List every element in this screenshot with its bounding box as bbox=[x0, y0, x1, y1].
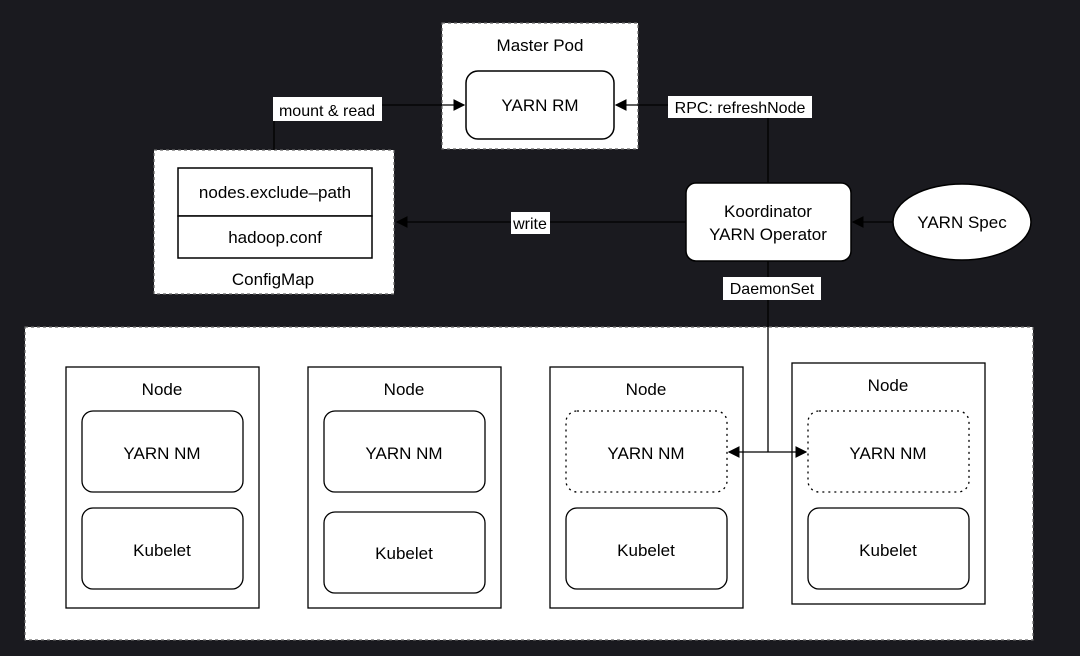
worker-area: Node YARN NM Kubelet Node YARN NM Kubele… bbox=[24, 326, 1034, 641]
master-pod-title: Master Pod bbox=[497, 36, 584, 55]
configmap-field-hadoop-conf[interactable] bbox=[177, 215, 373, 259]
node-4: Node YARN NM Kubelet bbox=[791, 362, 986, 605]
edge-rpc-refresh-label-bg bbox=[668, 96, 812, 118]
node-4-title: Node bbox=[868, 376, 909, 395]
node-2: Node YARN NM Kubelet bbox=[307, 366, 502, 609]
node-3-kubelet[interactable] bbox=[565, 507, 728, 590]
node-3: Node YARN NM Kubelet bbox=[549, 366, 744, 609]
yarn-rm-label: YARN RM bbox=[501, 96, 578, 115]
configmap-title: ConfigMap bbox=[232, 270, 314, 289]
node-4-kubelet-label: Kubelet bbox=[859, 541, 917, 560]
koordinator-operator-line1: Koordinator bbox=[724, 202, 812, 221]
node-2-title: Node bbox=[384, 380, 425, 399]
edge-mount-read-label-bg bbox=[273, 97, 382, 121]
configmap-field-exclude-path-label: nodes.exclude–path bbox=[199, 183, 351, 202]
node-1-yarn-nm[interactable] bbox=[81, 410, 244, 493]
configmap: nodes.exclude–path hadoop.conf ConfigMap bbox=[153, 149, 395, 295]
node-2-kubelet-label: Kubelet bbox=[375, 544, 433, 563]
node-3-title: Node bbox=[626, 380, 667, 399]
edge-mount-read-label: mount & read bbox=[279, 103, 375, 120]
yarn-spec-label: YARN Spec bbox=[917, 213, 1007, 232]
yarn-spec: YARN Spec bbox=[892, 183, 1032, 261]
node-1-yarn-nm-label: YARN NM bbox=[123, 444, 200, 463]
node-2-yarn-nm-label: YARN NM bbox=[365, 444, 442, 463]
node-4-yarn-nm-label: YARN NM bbox=[849, 444, 926, 463]
koordinator-operator: Koordinator YARN Operator bbox=[685, 182, 852, 262]
node-1-kubelet-label: Kubelet bbox=[133, 541, 191, 560]
edge-daemonset-group: DaemonSet bbox=[723, 261, 821, 458]
node-4-kubelet[interactable] bbox=[807, 507, 970, 590]
edges: mount & read RPC: refreshNode write bbox=[273, 96, 893, 234]
node-3-yarn-nm-label: YARN NM bbox=[607, 444, 684, 463]
yarn-rm-box[interactable] bbox=[465, 70, 615, 140]
configmap-field-exclude-path[interactable] bbox=[177, 167, 373, 217]
node-4-yarn-nm[interactable] bbox=[807, 410, 970, 493]
node-2-kubelet[interactable] bbox=[323, 511, 486, 594]
edge-rpc-refresh-label: RPC: refreshNode bbox=[675, 100, 806, 117]
node-3-yarn-nm[interactable] bbox=[565, 410, 728, 493]
node-1-title: Node bbox=[142, 380, 183, 399]
node-3-kubelet-label: Kubelet bbox=[617, 541, 675, 560]
node-1-kubelet[interactable] bbox=[81, 507, 244, 590]
node-1: Node YARN NM Kubelet bbox=[65, 366, 260, 609]
koordinator-operator-line2: YARN Operator bbox=[709, 225, 827, 244]
node-2-yarn-nm[interactable] bbox=[323, 410, 486, 493]
edge-daemonset-label-bg bbox=[723, 277, 821, 300]
koordinator-operator-box[interactable] bbox=[685, 182, 852, 262]
edge-write-label: write bbox=[512, 216, 547, 233]
master-pod: Master Pod YARN RM bbox=[441, 22, 639, 150]
edge-daemonset-label: DaemonSet bbox=[730, 281, 815, 298]
edge-write-label-bg bbox=[511, 212, 550, 234]
configmap-field-hadoop-conf-label: hadoop.conf bbox=[228, 228, 322, 247]
